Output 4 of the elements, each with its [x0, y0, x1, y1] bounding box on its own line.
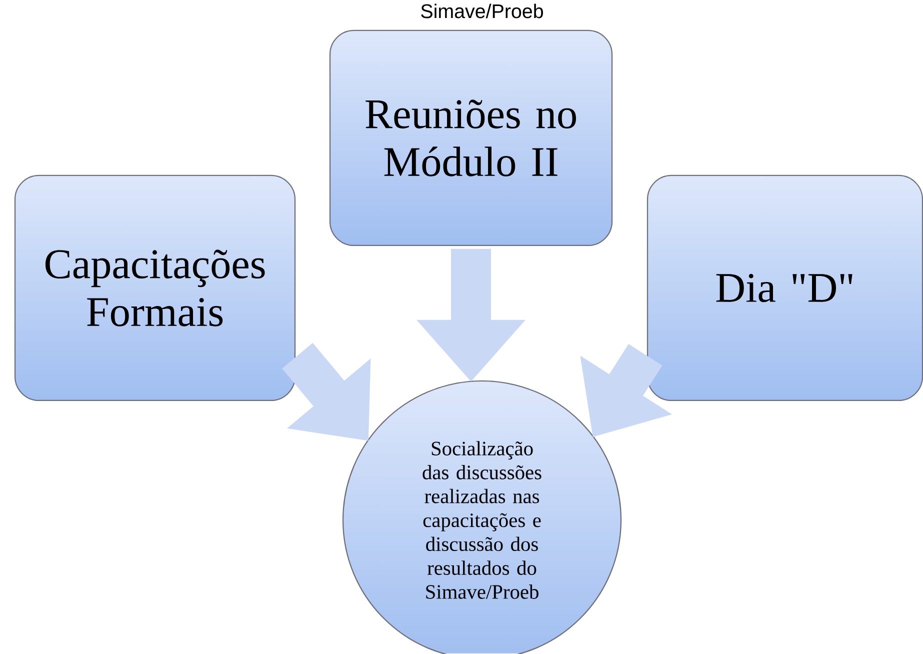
title: Simave/Proeb — [421, 4, 543, 18]
process-box: Capacitações Formais — [14, 174, 296, 402]
process-box: Reuniões no Módulo II — [329, 30, 613, 246]
process-box: Dia "D" — [646, 174, 923, 402]
